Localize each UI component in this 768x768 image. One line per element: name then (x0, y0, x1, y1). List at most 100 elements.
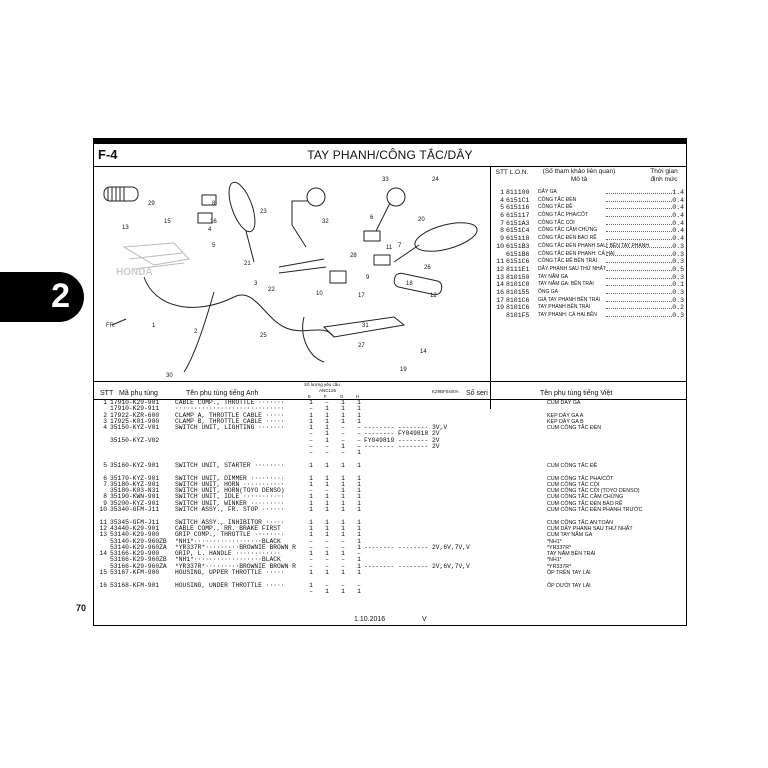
cell-qty-g: – (341, 436, 345, 444)
cell-qty-e: 1 (309, 518, 313, 526)
callout-9: 9 (366, 275, 370, 281)
callout-4: 4 (208, 227, 212, 233)
legend-lon: 8101F5 (506, 312, 530, 319)
cell-part-no: 53140-K29-960ZB (110, 537, 167, 545)
table-row: 53166-K29-960ZA*YR337R*·········BROWNIE … (98, 562, 686, 570)
legend-desc: CÔNG TẮC CÒI (538, 219, 575, 226)
cell-qty-f: – (325, 449, 329, 457)
cell-qty-g: – (341, 581, 345, 589)
cell-qty-e: 1 (309, 499, 313, 507)
cell-name-en: CABLE COMP., RR. BRAKE FIRST (175, 524, 281, 532)
cell-qty-f: 1 (325, 518, 329, 526)
cell-name-en: CLAMP B, THROTTLE CABLE ····· (175, 417, 285, 425)
legend-desc: CÔNG TẮC ĐỀ (538, 204, 573, 211)
legend-time: 0.5 (672, 265, 684, 273)
cell-qty-e: – (309, 449, 313, 457)
cell-qty-h: 1 (357, 417, 361, 425)
legend-stt: 6 (500, 212, 504, 220)
cell-stt: 7 (103, 480, 107, 488)
legend-time: 0.3 (672, 296, 684, 304)
cell-qty-e: – (309, 562, 313, 570)
cell-qty-f: 1 (325, 587, 329, 595)
throttle-grip (103, 186, 139, 202)
cell-qty-h: 1 (357, 531, 361, 539)
callout-1: 1 (152, 323, 156, 329)
callout-19: 19 (400, 367, 407, 373)
cell-qty-f: 1 (325, 461, 329, 469)
cell-qty-e: – (309, 556, 313, 564)
legend-stt: 14 (496, 281, 504, 289)
legend-desc: TAY NẮM GA (538, 273, 569, 280)
cell-name-vn: CUM CÔNG TẮC ĐỀ (547, 462, 598, 469)
legend-desc: CÔNG TẮC ĐÈN (538, 196, 577, 203)
callout-5: 5 (212, 243, 216, 249)
cell-part-no: 35180-K03-N31 (110, 487, 160, 495)
legend-lon: 6151B3 (506, 242, 530, 250)
cell-name-vn: *NH1* (547, 557, 562, 564)
col-header-serial: Số seri (466, 390, 488, 397)
cell-name-en: SWITCH UNIT, WINKER ········· (175, 499, 285, 507)
cell-stt: 4 (103, 424, 107, 432)
cell-name-vn: CUM CÔNG TẮC ĐÈN (547, 425, 602, 432)
legend-desc: GIÁ TAY PHANH BÊN TRÁI (538, 296, 601, 303)
callout-15: 15 (164, 219, 171, 225)
legend-lon: 6151A3 (506, 219, 530, 227)
cell-qty-e: – (309, 430, 313, 438)
cell-qty-e: 1 (309, 424, 313, 432)
cell-qty-g: 1 (341, 518, 345, 526)
cell-serial: -------- -------- 2V,6V,7V,V (364, 562, 470, 570)
brake-cable (302, 316, 325, 363)
legend-time: 0.4 (672, 204, 684, 212)
section-tab-label: 2 (51, 277, 70, 315)
cell-name-en: CLAMP A, THROTTLE CABLE ····· (175, 411, 285, 419)
legend-lon: 6151C4 (506, 227, 530, 235)
cell-qty-f: 1 (325, 405, 329, 413)
cell-qty-e: – (309, 405, 313, 413)
footer-date: 1.10.2016 (354, 616, 386, 623)
callout-17: 17 (358, 293, 365, 299)
cell-qty-e: – (309, 443, 313, 451)
cell-qty-e: 1 (309, 581, 313, 589)
cell-part-no: 35340-GFM-J11 (110, 506, 160, 514)
cell-name-vn: *NH1* (547, 538, 562, 545)
cell-qty-f: 1 (325, 430, 329, 438)
callout-20: 20 (418, 217, 425, 223)
leader-dots (606, 277, 672, 279)
switch-18 (329, 270, 347, 284)
header-bar (94, 139, 686, 144)
cell-name-en: SWITCH ASSY., INHIBITOR ····· (175, 518, 285, 526)
cell-part-no: 53140-K29-900 (110, 531, 160, 539)
switch-7 (373, 254, 391, 266)
cell-qty-f: – (325, 562, 329, 570)
cell-stt: 15 (99, 569, 107, 577)
callout-29: 29 (148, 201, 155, 207)
cell-serial: FY049819 -------- 2V (364, 436, 440, 444)
cell-name-vn: CUM DÂY PHANH SAU THỨ NHẤT (547, 525, 633, 532)
callout-22: 22 (268, 287, 275, 293)
cell-part-no: 43440-K29-901 (110, 524, 160, 532)
cell-qty-e: 1 (309, 474, 313, 482)
leader-dots (606, 285, 672, 287)
left-mirror (228, 181, 256, 233)
cell-name-vn: CUM CÔNG TẮC ĐÈN PHANH TRƯỚC (547, 507, 643, 514)
section-tab: 2 (0, 272, 84, 322)
cell-qty-g: 1 (341, 480, 345, 488)
callout-6: 6 (370, 215, 374, 221)
cell-qty-g: 1 (341, 417, 345, 425)
cell-qty-g: 1 (341, 405, 345, 413)
page-title: TAY PHANH/CÔNG TẮC/DÂY (307, 148, 473, 162)
callout-26: 26 (424, 265, 431, 271)
legend-desc: CÔNG TẮC ĐỀ BÊN TRÁI (538, 258, 597, 265)
callout-3: 3 (254, 281, 258, 287)
brake-lever (322, 316, 406, 338)
